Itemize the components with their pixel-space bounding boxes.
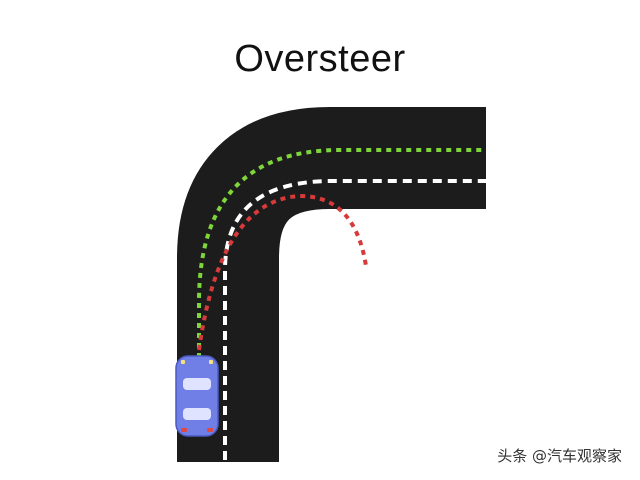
watermark-text: 头条 @汽车观察家 (497, 445, 622, 466)
car-top-view-icon (176, 356, 218, 436)
road (228, 158, 486, 462)
